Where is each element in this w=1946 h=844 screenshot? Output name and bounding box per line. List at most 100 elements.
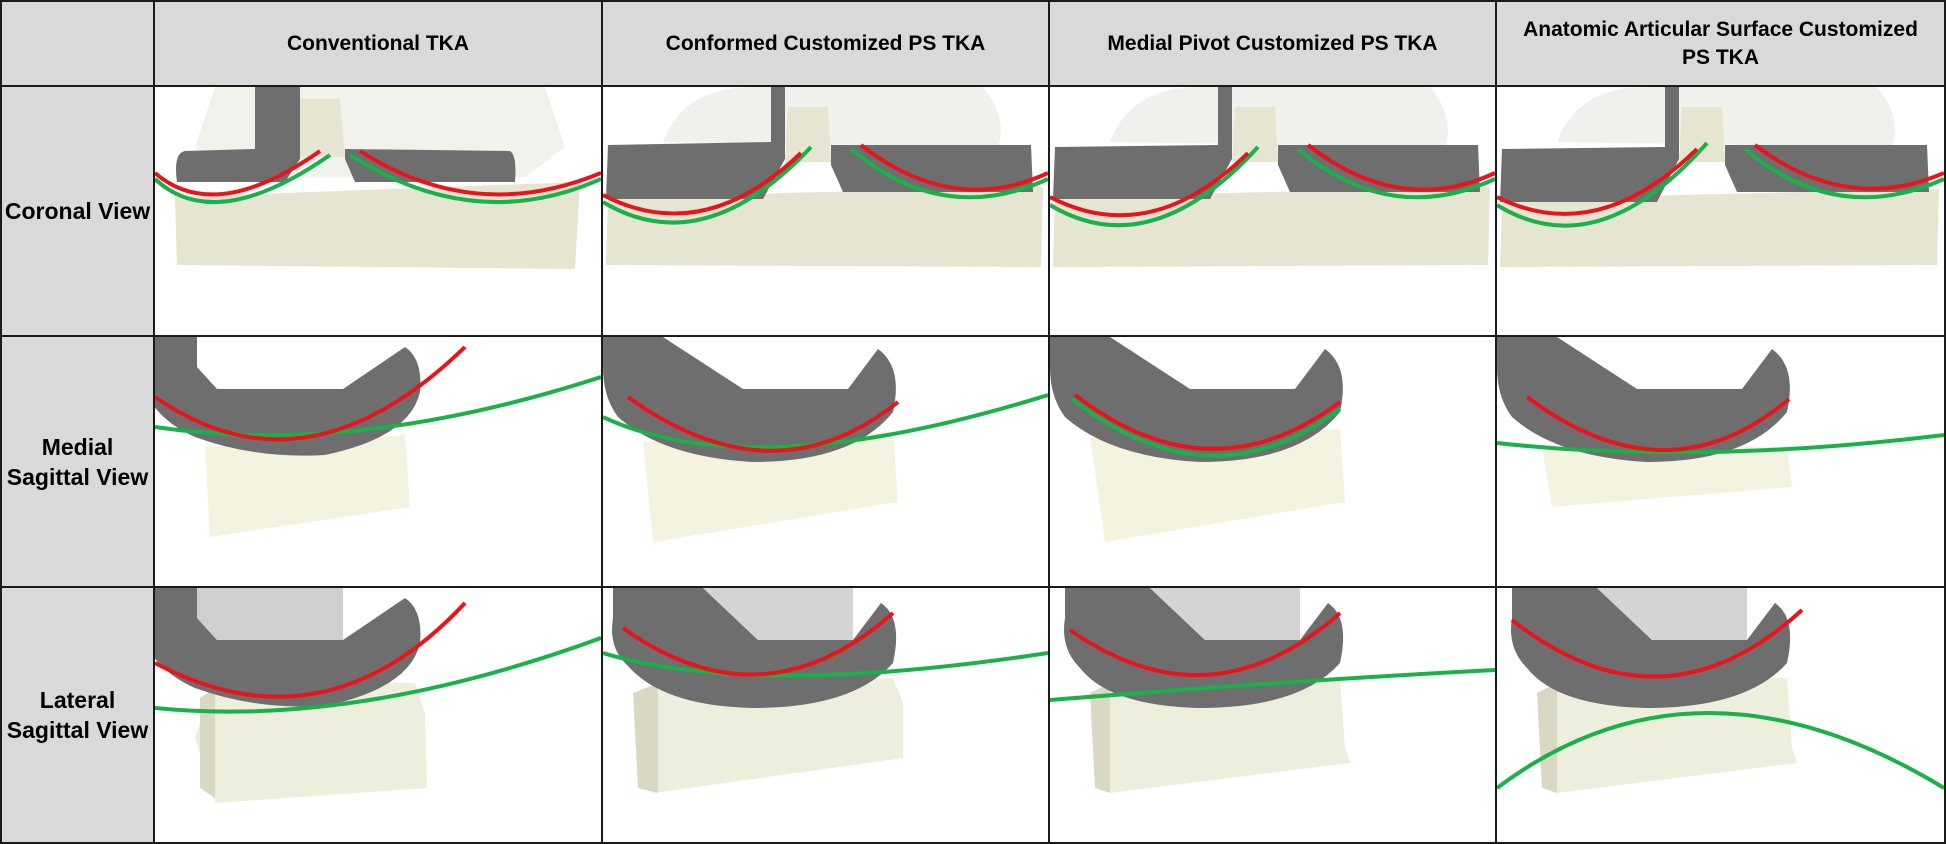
- femoral-condyle-medial: [176, 87, 300, 182]
- corner-header: [2, 2, 153, 85]
- notch-view: [1597, 588, 1747, 640]
- cell-coronal-anatomic: [1497, 87, 1944, 335]
- insert-side: [1090, 683, 1110, 793]
- row-header-coronal: Coronal View: [2, 87, 153, 335]
- femoral-curve-lateral: [859, 143, 1048, 192]
- grid-line: [0, 0, 1946, 2]
- coronal-anatomic-illustration: [1497, 87, 1944, 267]
- tibial-insert: [1547, 678, 1797, 793]
- femoral-condyle-lateral: [831, 87, 1033, 192]
- tibial-curve-medial: [1050, 145, 1260, 228]
- femoral-condyle-medial: [1500, 87, 1679, 202]
- column-header-conformed: Conformed Customized PS TKA: [603, 2, 1048, 85]
- grid-line: [0, 586, 1946, 588]
- femoral-curve: [155, 345, 467, 442]
- femoral-curve-medial: [1497, 147, 1699, 216]
- femoral-condyle-lateral: [345, 87, 516, 182]
- tibial-curve: [603, 651, 1048, 678]
- cell-medial-sagittal-conformed: [603, 337, 1048, 586]
- femoral-curve: [626, 395, 900, 453]
- medial-sagittal-conventional-illustration: [155, 337, 601, 537]
- femoral-shadow: [663, 87, 1001, 147]
- grid-line: [0, 0, 2, 844]
- femoral-curve-medial: [1050, 151, 1250, 218]
- femoral-curve: [1073, 393, 1342, 451]
- lateral-sagittal-conventional-illustration: [155, 588, 601, 803]
- cell-medial-sagittal-conventional: [155, 337, 601, 586]
- grid-line: [0, 85, 1946, 87]
- tibial-insert: [1090, 429, 1345, 542]
- femoral-curve-lateral: [1306, 143, 1495, 192]
- column-header-anatomic: Anatomic Articular Surface Customized PS…: [1497, 2, 1944, 85]
- insert-side: [200, 688, 215, 798]
- femoral-component: [603, 337, 896, 462]
- femoral-shadow: [1557, 87, 1895, 147]
- femoral-curve-lateral: [358, 149, 601, 197]
- tibial-curve: [1070, 397, 1342, 458]
- femoral-component: [612, 588, 897, 708]
- grid-line: [1048, 0, 1050, 844]
- grid-line: [153, 0, 155, 844]
- femoral-component: [1511, 588, 1791, 708]
- cell-lateral-sagittal-medial-pivot: [1050, 588, 1495, 842]
- cell-coronal-conformed: [603, 87, 1048, 335]
- tibial-insert: [1100, 678, 1350, 793]
- post: [785, 107, 831, 162]
- medial-sagittal-conformed-illustration: [603, 337, 1048, 542]
- grid-line: [1944, 0, 1946, 844]
- post: [1232, 107, 1278, 162]
- femoral-curve-medial: [155, 149, 322, 197]
- femoral-shadow: [1110, 87, 1448, 147]
- femoral-component: [1497, 337, 1790, 462]
- femoral-curve-lateral: [1753, 143, 1944, 191]
- cell-coronal-conventional: [155, 87, 601, 335]
- insert-side: [1537, 683, 1557, 793]
- cell-medial-sagittal-anatomic: [1497, 337, 1944, 586]
- femoral-curve: [1068, 611, 1342, 678]
- coronal-conformed-illustration: [603, 87, 1048, 267]
- medial-sagittal-medial-pivot-illustration: [1050, 337, 1345, 542]
- tibial-curve-lateral: [1743, 147, 1944, 200]
- column-header-conventional: Conventional TKA: [155, 2, 601, 85]
- tibial-curve-lateral: [849, 147, 1048, 200]
- femoral-condyle-lateral: [1725, 87, 1929, 192]
- cell-lateral-sagittal-conventional: [155, 588, 601, 842]
- tibial-insert: [643, 432, 898, 542]
- femoral-component: [155, 588, 421, 707]
- grid-line: [0, 842, 1946, 844]
- tibial-curve: [1050, 668, 1495, 702]
- tibial-curve: [603, 393, 1048, 450]
- tibial-curve: [1497, 433, 1944, 455]
- coronal-conventional-illustration: [155, 87, 601, 269]
- femoral-curve: [1510, 608, 1804, 679]
- femoral-curve: [1525, 395, 1791, 452]
- cell-coronal-medial-pivot: [1050, 87, 1495, 335]
- notch-view: [1150, 588, 1300, 640]
- grid-line: [0, 335, 1946, 337]
- femoral-condyle-lateral: [1278, 87, 1480, 192]
- tibial-curve-lateral: [348, 153, 601, 205]
- grid-line: [601, 0, 603, 844]
- femoral-curve-medial: [603, 151, 803, 216]
- femoral-curve: [155, 601, 467, 699]
- post: [295, 99, 345, 157]
- tibial-insert: [643, 678, 903, 793]
- column-header-medial-pivot: Medial Pivot Customized PS TKA: [1050, 2, 1495, 85]
- femoral-component: [1064, 588, 1344, 708]
- tibial-insert: [1500, 189, 1939, 267]
- femoral-condyle-medial: [606, 87, 785, 199]
- insert-side: [633, 683, 658, 793]
- cell-lateral-sagittal-anatomic: [1497, 588, 1944, 842]
- cell-lateral-sagittal-conformed: [603, 588, 1048, 842]
- notch-view: [703, 588, 853, 640]
- row-header-lateral-sagittal: Lateral Sagittal View: [2, 588, 153, 842]
- lateral-sagittal-medial-pivot-illustration: [1050, 588, 1495, 793]
- tibial-curve-medial: [1497, 141, 1709, 228]
- lateral-sagittal-anatomic-illustration: [1497, 588, 1944, 793]
- tibial-curve-medial: [155, 153, 332, 205]
- femoral-condyle-medial: [1053, 87, 1232, 199]
- tibial-insert: [175, 182, 580, 269]
- coronal-medial-pivot-illustration: [1050, 87, 1495, 267]
- tibial-insert: [1542, 447, 1792, 507]
